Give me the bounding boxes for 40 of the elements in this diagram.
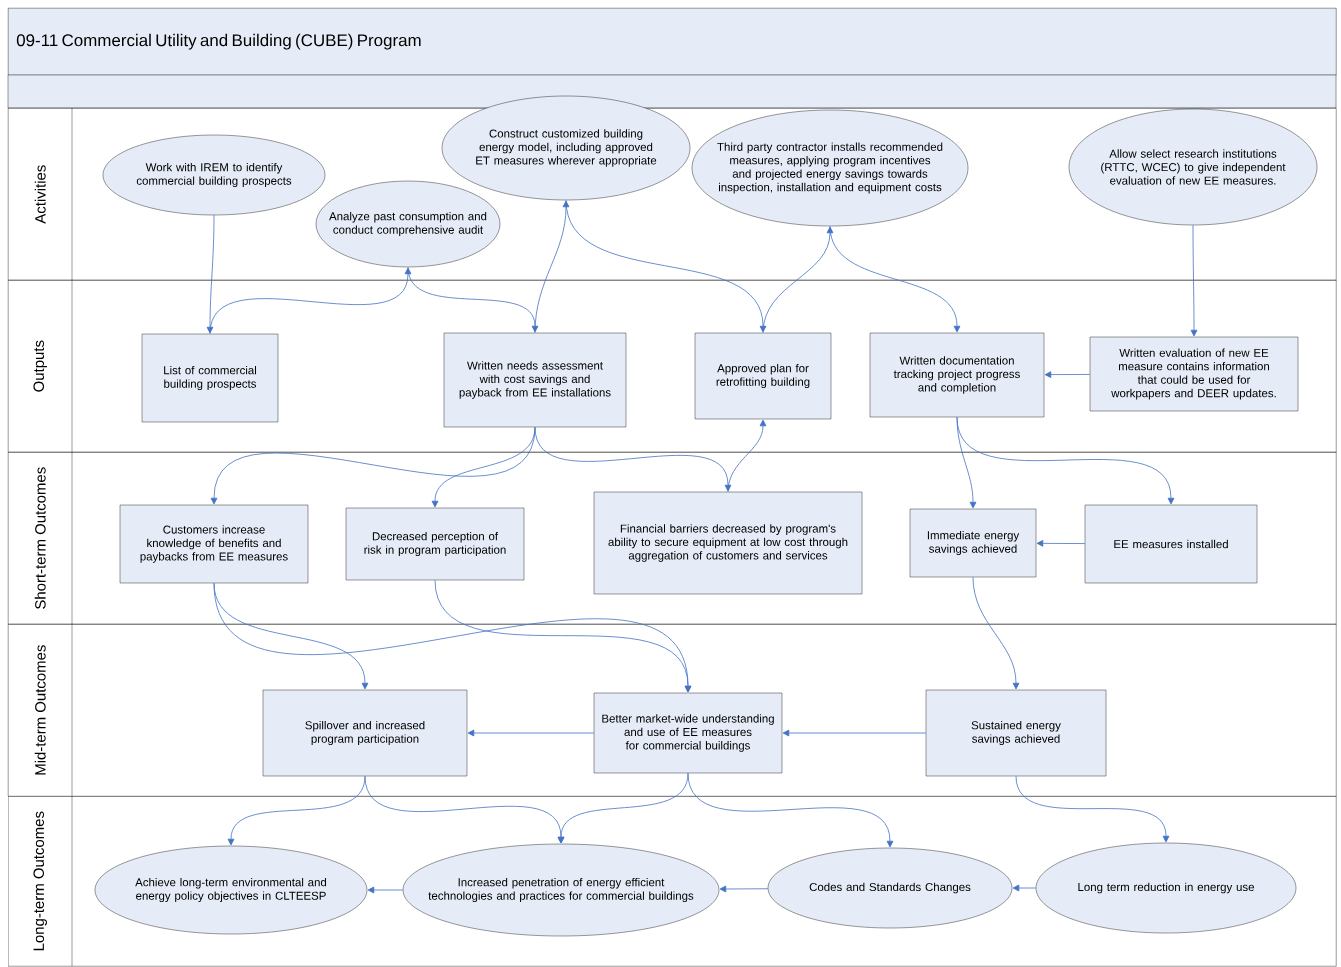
arrow [431, 426, 536, 508]
arrow [1190, 224, 1198, 337]
arrow [687, 772, 894, 848]
arrow [1044, 371, 1091, 378]
arrow [1036, 540, 1086, 547]
arrow [1012, 884, 1037, 892]
output-box: Written needs assessment with cost savings and payback from EE installations [443, 332, 627, 428]
arrow [557, 772, 689, 844]
outcome-box: Financial barriers decreased by program's ability to secure equipment at low cost through aggregation of customers and services [593, 491, 863, 595]
arrow [565, 199, 767, 333]
outcome-box: Better market-wide understanding and use of EE measures for commercial buildings [593, 692, 783, 774]
output-box: Written documentation tracking project progress and completion [869, 332, 1045, 418]
outcome-box: Immediate energy savings achieved [909, 508, 1037, 578]
output-box: List of commercial building prospects [141, 333, 279, 423]
arrow [206, 214, 215, 334]
arrow [956, 416, 1175, 505]
outcome-box: Decreased perception of risk in program participation [345, 507, 525, 581]
arrow [434, 579, 692, 693]
outcome-box: Customers increase knowledge of benefits and paybacks from EE measures [119, 504, 309, 584]
arrow [956, 416, 977, 509]
arrow [782, 729, 927, 737]
arrow [762, 226, 834, 334]
arrow [829, 225, 961, 333]
arrow [467, 729, 595, 737]
arrow [367, 886, 404, 894]
arrow [719, 885, 769, 893]
output-box: Approved plan for retrofitting building [694, 332, 832, 420]
arrow [407, 266, 539, 333]
arrow [727, 419, 767, 493]
outcome-box: Sustained energy savings achieved [925, 689, 1107, 777]
arrow [227, 775, 366, 846]
outcome-box: EE measures installed [1084, 504, 1258, 584]
arrow [972, 576, 1020, 690]
arrow [209, 267, 412, 335]
title-bar: 09-11 Commercial Utility and Building (CUBE) Program [7, 8, 1337, 109]
outcome-box: Spillover and increased program participation [262, 689, 468, 777]
arrow [534, 426, 732, 492]
arrow [1015, 775, 1170, 843]
arrow [534, 200, 570, 334]
output-box: Written evaluation of new EE measure contains information that could be used for workpapers and DEER updates. [1089, 336, 1299, 412]
